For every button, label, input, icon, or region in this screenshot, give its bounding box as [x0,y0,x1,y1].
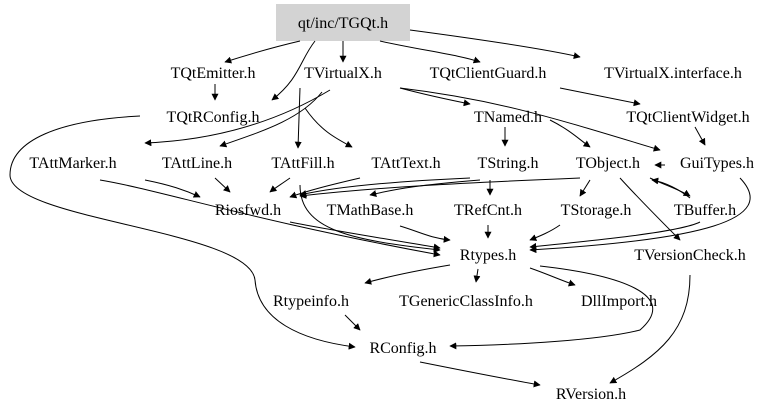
node-tatttext[interactable]: TAttText.h [371,155,440,172]
edge-rtypeinfo-rconfig [344,314,361,331]
edge-rconfig-rversion [419,361,541,388]
edge-riosfwd-rtypes [289,221,441,251]
edge-tgqt-tvirtualxinterface [409,29,581,60]
node-guitypes[interactable]: GuiTypes.h [680,155,754,172]
node-tmathbase[interactable]: TMathBase.h [327,202,414,219]
edge-tversioncheck-rversion [609,274,691,384]
node-tqtrconfig[interactable]: TQtRConfig.h [167,109,260,126]
node-rtypes[interactable]: Rtypes.h [460,247,516,264]
node-riosfwd[interactable]: Riosfwd.h [215,202,281,219]
edge-tnamed-tobject [549,119,591,148]
node-tattfill[interactable]: TAttFill.h [271,155,334,172]
edge-tbuffer-rtypes [529,221,701,250]
node-tgenericclassinfo[interactable]: TGenericClassInfo.h [399,293,533,310]
node-rconfig[interactable]: RConfig.h [369,340,436,357]
edge-tattfill-rtypes [299,184,441,253]
edge-tvirtualx-tatttext [304,107,353,148]
edge-rtypes-dllimport [529,267,576,287]
edge-tqtclientguard-tqtclientwidget [559,87,641,107]
node-tstring[interactable]: TString.h [478,155,539,172]
node-rversion[interactable]: RVersion.h [556,386,626,403]
node-tvirtualx[interactable]: TVirtualX.h [304,65,382,82]
edge-tattline-riosfwd [214,177,231,193]
root-node-box [276,4,410,41]
edge-tstorage-rtypes [529,224,561,241]
node-tnamed[interactable]: TNamed.h [474,109,542,126]
node-tstorage[interactable]: TStorage.h [561,202,632,219]
edge-tstring-tmathbase [369,179,481,197]
edge-tqtclientwidget-guitypes [694,126,706,146]
node-tbuffer[interactable]: TBuffer.h [674,202,736,219]
edge-guitypes-rtypes [529,177,751,254]
edge-tobject-tversioncheck [619,177,681,241]
edge-tvirtualx-tattline [219,91,323,148]
edge-tatttext-riosfwd [289,177,361,199]
node-tobject[interactable]: TObject.h [576,155,640,172]
node-trefcnt[interactable]: TRefCnt.h [454,202,522,219]
edge-tgqt-tqtrconfig [271,40,316,101]
node-tversioncheck[interactable]: TVersionCheck.h [634,247,746,264]
node-tqtclientguard[interactable]: TQtClientGuard.h [430,65,547,82]
edge-tobject-tstorage [579,179,591,197]
node-rtypeinfo[interactable]: Rtypeinfo.h [273,293,349,310]
edge-tmathbase-rtypes [399,225,451,243]
node-tvirtualxinterface[interactable]: TVirtualX.interface.h [604,65,742,82]
node-tgqt[interactable]: qt/inc/TGQt.h [298,15,388,32]
node-dllimport[interactable]: DllImport.h [581,293,657,310]
edge-rtypes-tgenericclassinfo [473,268,481,283]
edge-tobject-riosfwd [299,177,581,199]
edge-tvirtualx-tattfill [294,87,302,149]
edge-rtypes-rtypeinfo [364,264,451,285]
edge-tattmarker-riosfwd [144,179,201,198]
edge-tbuffer-tobject [651,177,691,199]
edge-tattmarker-rtypes [99,179,441,258]
edge-tvirtualx-tnamed [399,87,471,107]
node-tqtclientwidget[interactable]: TQtClientWidget.h [626,109,749,126]
node-tattline[interactable]: TAttLine.h [162,155,232,172]
nodes: qt/inc/TGQt.h TQtEmitter.h TVirtualX.h T… [29,15,754,403]
edge-tvirtualx-tattmarker [144,89,331,147]
edge-tstring-riosfwd [299,177,471,197]
edge-rtypes-rconfig [449,265,654,350]
edge-tattfill-riosfwd [269,177,291,193]
node-tattmarker[interactable]: TAttMarker.h [29,155,116,172]
edge-tvirtualx-guitypes [399,87,661,152]
node-tqtemitter[interactable]: TQtEmitter.h [171,65,256,82]
edge-tgqt-tqtemitter [224,40,301,64]
edge-tqtrconfig-rconfig [9,115,356,350]
edges [9,29,751,388]
edge-tgqt-tqtclientguard [379,40,481,64]
